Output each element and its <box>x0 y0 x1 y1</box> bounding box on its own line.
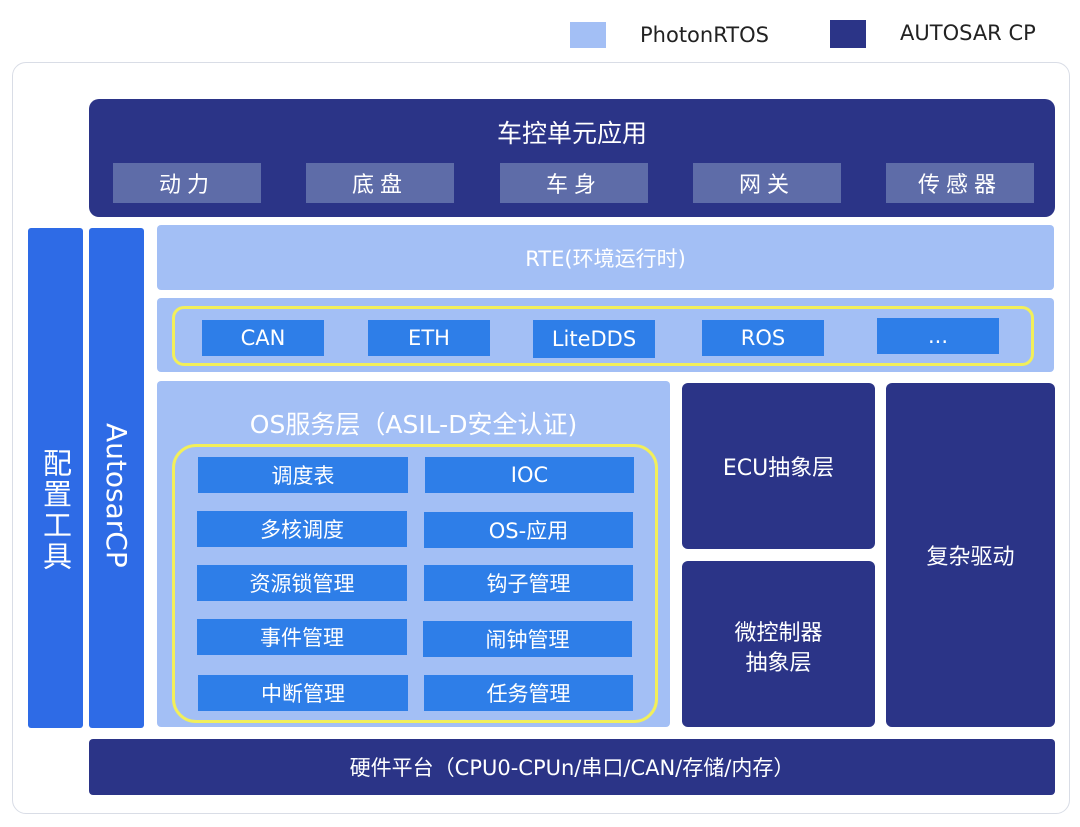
mcu-abstraction-line2: 抽象层 <box>745 651 812 676</box>
legend-photon-swatch <box>570 22 606 48</box>
hardware-platform-layer: 硬件平台（CPU0-CPUn/串口/CAN/存储/内存） <box>89 739 1055 795</box>
comm-litedds: LiteDDS <box>533 320 655 358</box>
comm-highlight <box>172 306 1034 366</box>
complex-driver-layer: 复杂驱动 <box>886 383 1055 727</box>
app-item-gateway: 网关 <box>693 163 841 203</box>
service-hook-management: 钩子管理 <box>424 565 633 601</box>
service-interrupt-management: 中断管理 <box>198 675 408 711</box>
service-task-management: 任务管理 <box>424 675 633 711</box>
service-multicore-scheduling: 多核调度 <box>197 511 407 547</box>
service-alarm-management: 闹钟管理 <box>423 621 632 657</box>
rte-layer: RTE(环境运行时) <box>157 225 1054 290</box>
app-item-body: 车身 <box>500 163 648 203</box>
service-ioc: IOC <box>425 457 634 493</box>
service-resource-lock: 资源锁管理 <box>197 565 407 601</box>
service-schedule-table: 调度表 <box>198 457 408 493</box>
os-service-title: OS服务层（ASIL-D安全认证) <box>249 410 578 439</box>
comm-can: CAN <box>202 320 324 356</box>
comm-more: ... <box>877 318 999 354</box>
app-item-power: 动力 <box>113 163 261 203</box>
autosar-cp-bar <box>89 228 144 728</box>
autosar-cp-label: AutosarCP <box>100 422 133 568</box>
legend-photon-label: PhotonRTOS <box>640 23 769 47</box>
comm-ros: ROS <box>702 320 824 356</box>
config-tool-bar <box>28 228 83 728</box>
service-os-application: OS-应用 <box>424 512 633 548</box>
ecu-abstraction-layer: ECU抽象层 <box>682 383 875 549</box>
mcu-abstraction-layer <box>682 561 875 727</box>
app-item-sensor: 传感器 <box>886 163 1034 203</box>
mcu-abstraction-line1: 微控制器 <box>734 621 823 646</box>
app-item-chassis: 底盘 <box>306 163 454 203</box>
os-service-layer <box>157 381 670 727</box>
app-layer-title: 车控单元应用 <box>496 119 647 148</box>
os-service-highlight <box>172 444 658 723</box>
legend-autosar-label: AUTOSAR CP <box>900 21 1036 45</box>
service-event-management: 事件管理 <box>197 619 407 655</box>
legend-autosar-swatch <box>830 20 866 48</box>
comm-eth: ETH <box>368 320 490 356</box>
config-tool-label: 配置工具 <box>38 448 73 572</box>
